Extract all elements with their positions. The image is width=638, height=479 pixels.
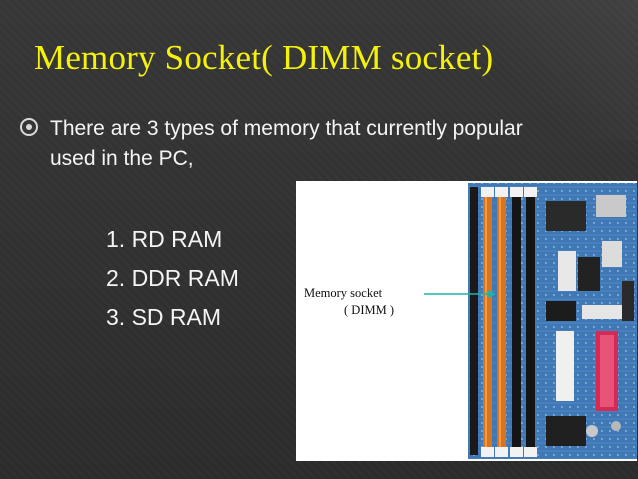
decorative-corner <box>428 0 638 140</box>
slide-title: Memory Socket( DIMM socket) <box>34 38 494 77</box>
list-item-3: 3. SD RAM <box>106 304 222 330</box>
photo-label-line2: ( DIMM ) <box>344 303 394 317</box>
list-item-1: 1. RD RAM <box>106 226 223 252</box>
motherboard-photo: Memory socket ( DIMM ) <box>296 181 637 461</box>
bullet-text: There are 3 types of memory that current… <box>50 117 523 170</box>
photo-label: Memory socket ( DIMM ) <box>304 285 394 319</box>
photo-label-line1: Memory socket <box>304 286 383 300</box>
motherboard-illustration <box>424 183 637 459</box>
bullet-item: There are 3 types of memory that current… <box>20 114 580 174</box>
memory-type-list: 1. RD RAM 2. DDR RAM 3. SD RAM <box>106 220 239 337</box>
list-item-2: 2. DDR RAM <box>106 265 239 291</box>
bullet-icon <box>20 118 38 136</box>
